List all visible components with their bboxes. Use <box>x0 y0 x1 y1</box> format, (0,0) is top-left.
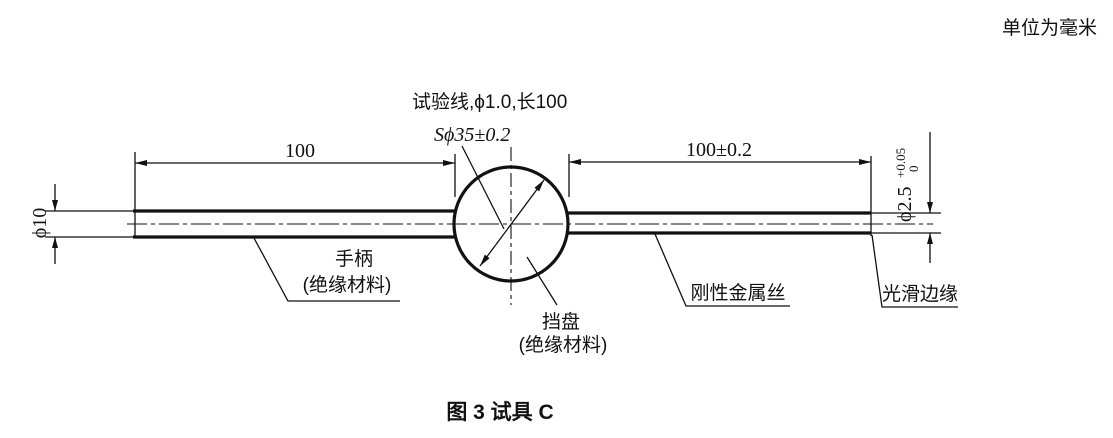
leader-edge <box>871 234 958 308</box>
arrowhead-icon <box>927 233 933 244</box>
handle-length-label: 100 <box>285 140 315 162</box>
handle-outline <box>133 209 456 239</box>
leader-disk <box>526 256 558 306</box>
leader-lines <box>253 145 958 308</box>
handle-material-label: (绝缘材料) <box>303 274 392 296</box>
arrowhead-icon <box>135 160 147 166</box>
unit-note: 单位为毫米 <box>1002 17 1097 39</box>
wire-length-label: 100±0.2 <box>686 139 752 161</box>
dimension-lines <box>52 132 933 267</box>
sphere-diameter-label: Sϕ35±0.2 <box>434 124 510 146</box>
disk-material-label: (绝缘材料) <box>519 334 608 356</box>
wire-diameter-label: ϕ2.5 <box>894 186 916 222</box>
arrowhead-icon <box>534 180 544 192</box>
test-wire-note: 试验线,ϕ1.0,长100 <box>412 91 567 113</box>
arrowhead-icon <box>859 159 871 165</box>
dim-line-sphere-diameter <box>479 179 545 267</box>
rigid-wire-label: 刚性金属丝 <box>690 282 785 304</box>
handle-name-label: 手柄 <box>335 248 373 270</box>
leader-sphere-dim <box>461 145 505 230</box>
arrowhead-icon <box>569 159 581 165</box>
arrowhead-icon <box>52 237 58 248</box>
arrowhead-icon <box>927 202 933 213</box>
arrowhead-icon <box>480 254 490 266</box>
wire-diameter-tol-lower: 0 <box>906 166 921 173</box>
arrowhead-icon <box>443 160 455 166</box>
figure-caption: 图 3 试具 C <box>446 401 553 424</box>
handle-diameter-label: ϕ10 <box>29 208 51 239</box>
disk-name-label: 挡盘 <box>542 311 580 333</box>
arrowhead-icon <box>52 200 58 211</box>
wire-diameter-label-group: ϕ2.5 +0.05 0 <box>893 148 921 222</box>
leader-wire <box>654 233 790 307</box>
leader-handle <box>253 237 400 302</box>
centerlines <box>127 147 933 305</box>
wire-outline <box>567 211 871 235</box>
extension-lines <box>45 152 941 238</box>
smooth-edge-label: 光滑边缘 <box>882 283 958 305</box>
wire-diameter-tol-upper: +0.05 <box>893 148 908 178</box>
